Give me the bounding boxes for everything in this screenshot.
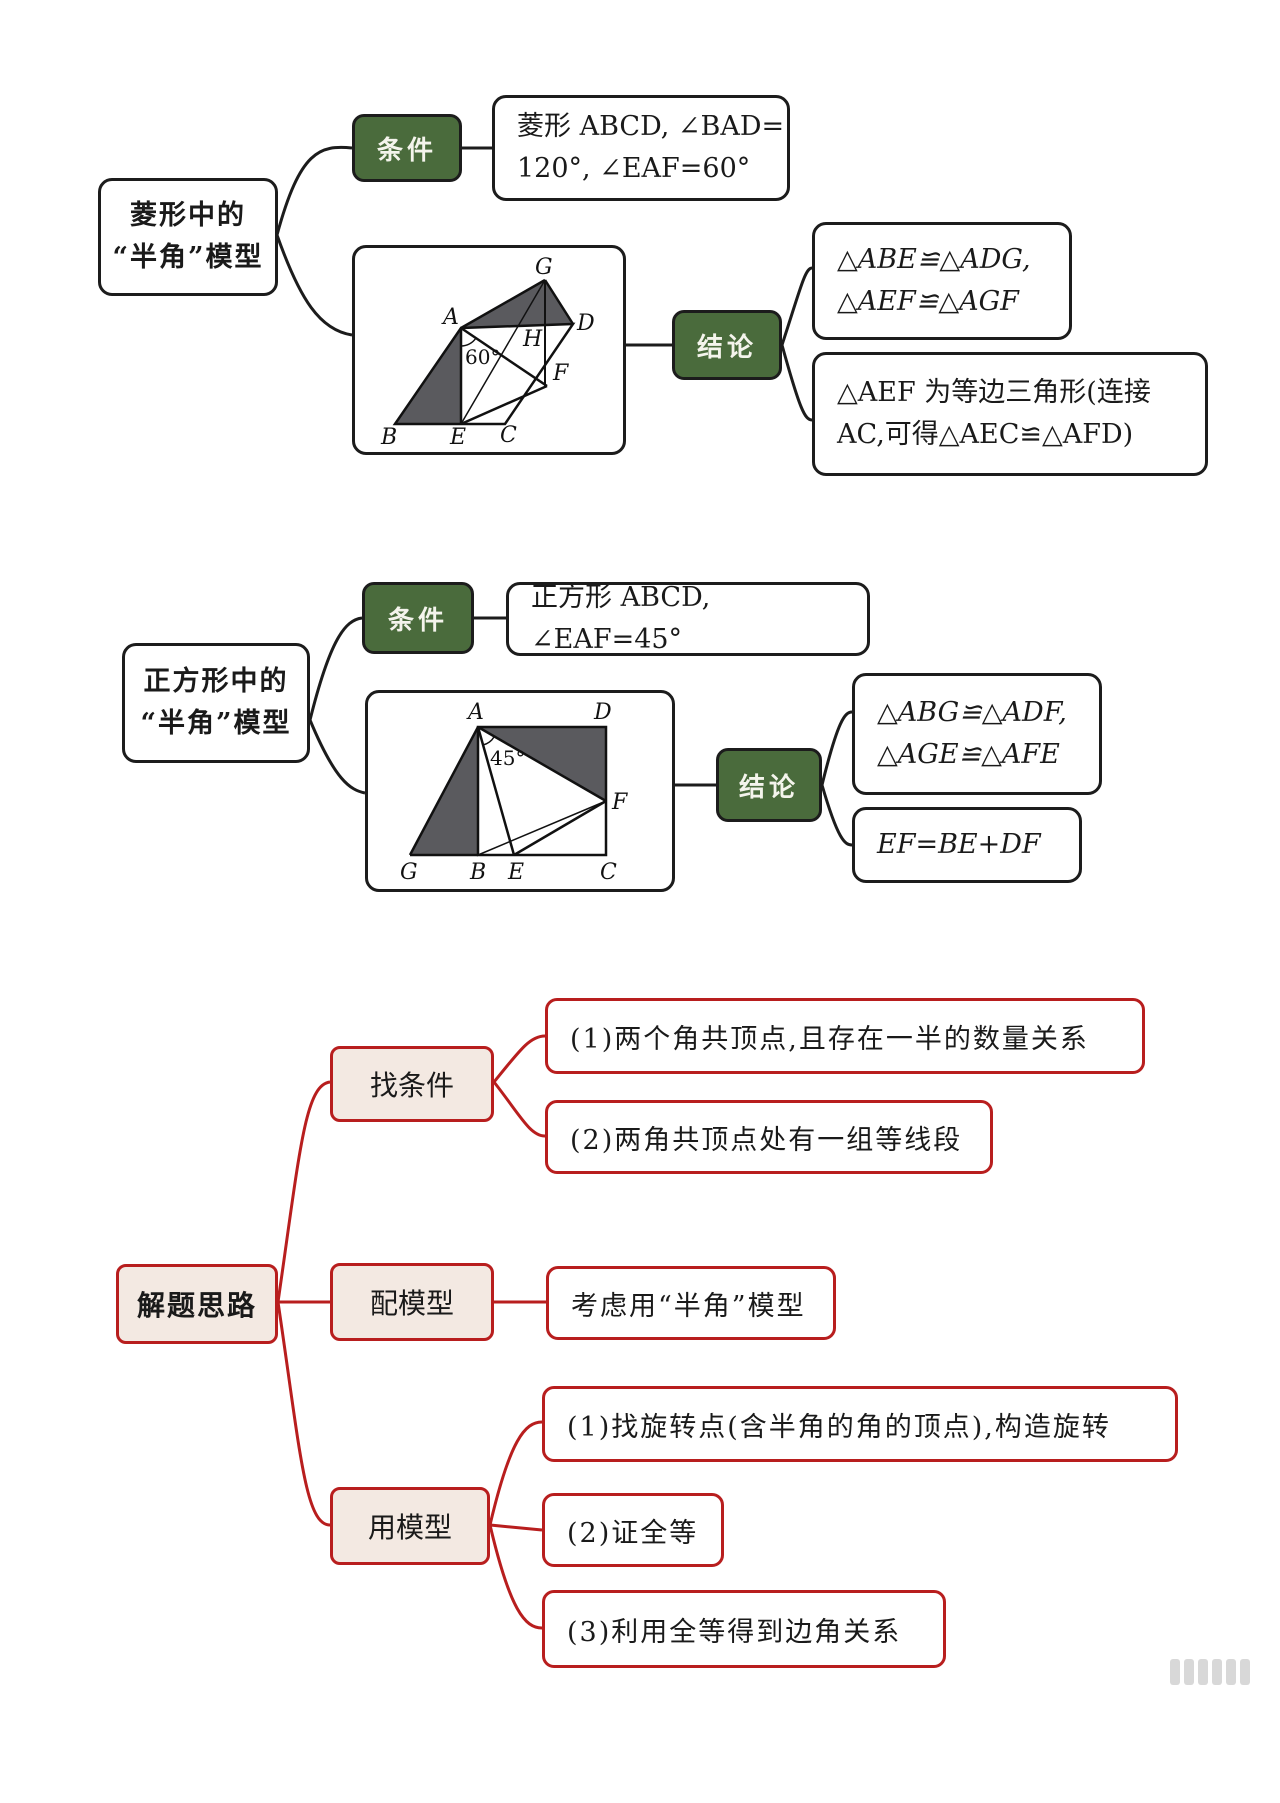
rhombus-conclusion-2: △AEF 为等边三角形(连接 AC,可得△AEC≌△AFD) [812,352,1208,476]
connector-root-find [276,1080,331,1303]
square-outline [476,725,608,857]
square-figure-svg: A D F G B E C 45° [400,700,628,885]
label-F: F [552,361,569,386]
label-A2: A [466,700,484,725]
connector-square-conclusion-2 [820,784,853,847]
label-D: D [576,311,595,336]
square-model-title: 正方形中的 “半角”模型 [122,643,310,763]
label-E: E [449,425,466,450]
rhombus-model-title: 菱形中的 “半角”模型 [98,178,278,296]
connector-square-condition [308,616,363,721]
rhombus-condition-label: 条件 [352,114,462,182]
label-A: A [441,305,459,330]
rhombus-figure-svg: B E C F D G H A 60° [380,255,595,450]
square-condition-label: 条件 [362,582,474,654]
square-conclusion-1: △ABG≌△ADF, △AGE≌△AFE [852,673,1102,795]
approach-branch-find: 找条件 [330,1046,494,1122]
rhombus-condition-text: 菱形 ABCD, ∠BAD= 120°, ∠EAF=60° [492,95,790,201]
square-conclusion-2: EF=BE+DF [852,807,1082,883]
approach-root: 解题思路 [116,1264,278,1344]
shade-triangle-ADG [461,280,573,328]
label-C2: C [600,860,617,885]
square-figure: A D F G B E C 45° [365,690,675,892]
connector-use-1 [488,1420,543,1526]
connector-use-2 [489,1523,543,1532]
connector-rhombus-condition [275,145,353,236]
use-item-1: (1)找旋转点(含半角的角的顶点),构造旋转 [542,1386,1178,1462]
angle-label-45: 45° [490,746,525,770]
use-item-3: (3)利用全等得到边角关系 [542,1590,946,1668]
label-E2: E [507,860,524,885]
label-F2: F [611,790,628,815]
square-condition-text: 正方形 ABCD, ∠EAF=45° [506,582,870,656]
label-C: C [500,423,517,448]
find-item-2: (2)两角共顶点处有一组等线段 [545,1100,993,1174]
connector-root-use [276,1301,331,1527]
connector-find-2 [492,1081,546,1138]
rhombus-conclusion-1: △ABE≌△ADG, △AEF≌△AGF [812,222,1072,340]
connector-square-figure [308,719,366,795]
rhombus-figure: B E C F D G H A 60° [352,245,626,455]
match-item-1: 考虑用“半角”模型 [546,1266,836,1340]
square-conclusion-label: 结论 [716,748,822,822]
angle-label-60: 60° [465,345,500,369]
connector-rhombus-figure [275,234,353,337]
connector-square-conclusion-1 [820,710,853,786]
approach-branch-use: 用模型 [330,1487,490,1565]
find-item-1: (1)两个角共顶点,且存在一半的数量关系 [545,998,1145,1074]
approach-branch-match: 配模型 [330,1263,494,1341]
connector-use-3 [488,1524,543,1630]
label-B2: B [469,860,486,885]
rhombus-conclusion-label: 结论 [672,310,782,380]
connector-conclusion-1 [780,266,813,346]
label-D2: D [593,700,612,725]
label-H: H [522,327,543,352]
use-item-2: (2)证全等 [542,1493,724,1567]
label-G2: G [400,860,418,885]
connector-conclusion-2 [780,344,813,422]
label-B: B [380,425,397,450]
connector-find-1 [492,1034,546,1083]
watermark-marks [1170,1659,1250,1685]
label-G: G [535,255,553,280]
